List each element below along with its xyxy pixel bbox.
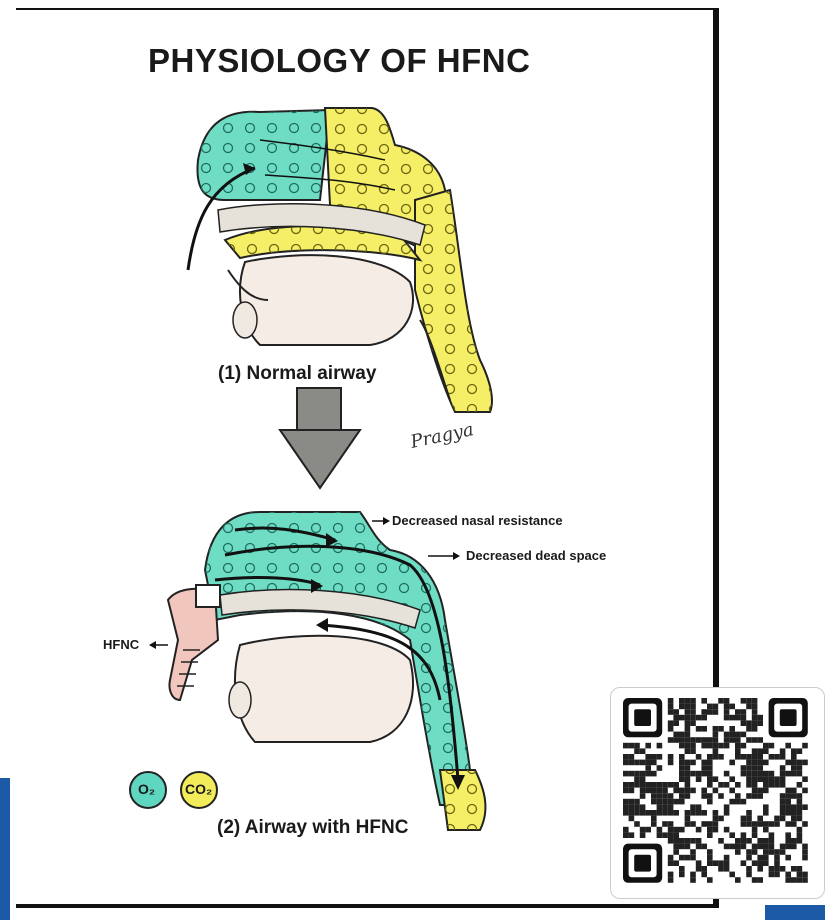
label-decreased-nasal-resistance: Decreased nasal resistance — [392, 513, 563, 528]
caption-normal-airway: (1) Normal airway — [218, 363, 376, 385]
legend-co2-label: CO₂ — [185, 781, 212, 797]
legend-o2-label: O₂ — [138, 781, 155, 797]
qr-code-graphic — [611, 688, 824, 898]
transition-arrow-icon — [280, 388, 360, 488]
label-decreased-dead-space: Decreased dead space — [466, 548, 606, 563]
caption-airway-with-hfnc: (2) Airway with HFNC — [217, 817, 408, 839]
label-hfnc: HFNC — [103, 637, 139, 652]
artist-signature: Pragya — [408, 419, 476, 453]
qr-code-icon[interactable] — [610, 687, 825, 899]
